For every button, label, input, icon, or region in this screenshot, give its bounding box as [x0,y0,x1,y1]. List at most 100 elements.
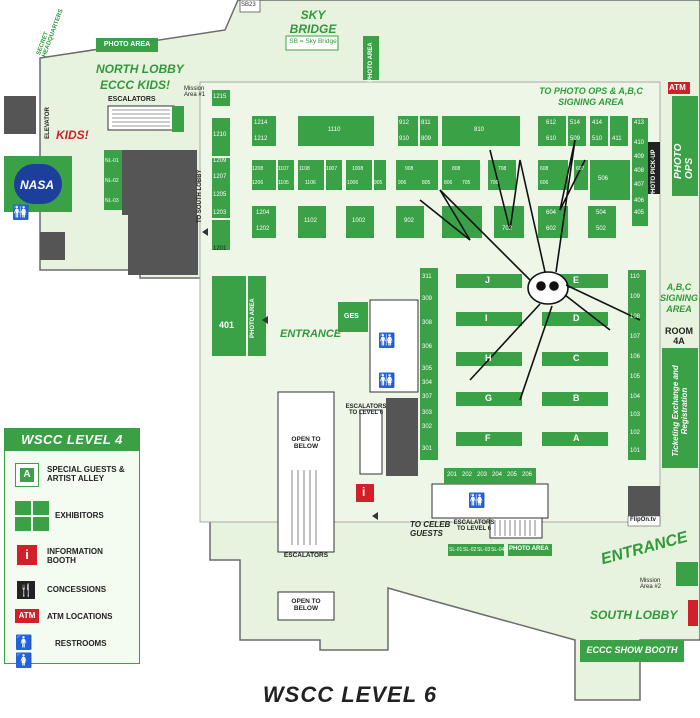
booth-413: 413 [634,120,645,126]
booth-808: 808 [452,166,461,172]
open-to-below-bottom [277,591,335,621]
wall-block [40,232,65,260]
booth-705: 705 [462,180,471,186]
booth-308: 308 [422,320,433,326]
letter-G: G [485,393,493,403]
booth-110: 110 [630,274,640,280]
eccc-show-booth-label: ECCC SHOW BOOTH [586,645,678,655]
flipon-label: FlipOn.tv [630,517,656,523]
booth-sl02: SL-02 [463,547,477,553]
booth-414: 414 [592,120,603,126]
legend-label-info: INFORMATION BOOTH [47,547,103,565]
booth-1102: 1102 [304,218,317,224]
mission-area-2 [676,562,698,586]
booth-502: 502 [596,226,607,232]
map-legend: WSCC LEVEL 4 A SPECIAL GUESTS & ARTIST A… [4,428,140,668]
booth-202: 202 [462,472,473,478]
booth-1208: 1208 [252,166,264,172]
booth-1205: 1205 [213,192,227,198]
escalator-south [489,517,543,539]
sky-bridge-label: SKY BRIDGE [289,8,337,36]
booth-407: 407 [634,182,645,188]
booth-102: 102 [630,430,641,436]
esc-to-l6-label: ESCALATORS TO LEVEL 6 [345,404,387,416]
booth-nl01: NL-01 [105,158,119,164]
photo-ops-side-label: PHOTO OPS [673,143,695,179]
atm-legend-icon: ATM [15,609,39,623]
booth-604: 604 [546,210,557,216]
booth-506: 506 [598,176,609,182]
restroom-icon: 🚻 [468,492,486,508]
booth-205: 205 [507,472,518,478]
booth-510: 510 [592,136,603,142]
kids-badge: KIDS! [56,128,89,142]
wall-block [386,398,418,476]
legend-item-exhibitors [15,501,49,531]
booth-201: 201 [447,472,458,478]
booth-306: 306 [422,344,433,350]
booth-811: 811 [421,120,431,126]
booth-109: 109 [630,294,641,300]
booth-sl04: SL-04 [491,547,505,553]
letter-H: H [485,353,492,363]
booth-sl03: SL-03 [477,547,491,553]
letter-A: A [573,433,580,443]
booth-906: 906 [398,180,407,186]
booth-1110: 1110 [328,127,341,133]
letter-I: I [485,313,488,323]
ticketing-area [662,348,698,468]
booth-1204: 1204 [256,210,270,216]
booth-905: 905 [374,180,383,186]
booth-106: 106 [630,354,641,360]
atm-box [668,82,690,94]
sb-note: SB = Sky Bridge [289,38,337,45]
booth-910: 910 [399,136,410,142]
booth-105: 105 [630,374,641,380]
booth-805: 805 [422,180,431,186]
booth-1206: 1206 [252,180,264,186]
escalators-mid-label: ESCALATORS [283,552,329,559]
letter-D: D [573,313,580,323]
booth-612: 612 [546,120,557,126]
booth-309: 309 [422,296,433,302]
room-401 [212,276,246,356]
atm-box-south [688,600,698,626]
letter-B: B [573,393,580,403]
booth-1209: 1209 [213,158,227,164]
photo-area-sky [363,36,379,80]
mission1-label: Mission Area #1 [184,86,206,98]
legend-title: WSCC LEVEL 4 [5,429,139,451]
guest-booth-grid [456,274,608,446]
legend-item-guests: A [15,463,39,487]
info-booth [356,484,374,502]
room-401-label: 401 [219,320,235,330]
booth-1207: 1207 [213,174,227,180]
ges-booth [338,302,368,332]
escalator-l6 [359,409,383,475]
legend-label-atm: ATM LOCATIONS [47,612,113,621]
photo-ops-right [672,96,698,196]
booths-top [104,90,648,250]
sb823-label: SB23 [241,2,256,8]
booth-nl02: NL-02 [105,178,119,184]
photo-area-sky-label: PHOTO AREA [368,42,374,82]
booth-103: 103 [630,412,641,418]
photo-area-left-label: PHOTO AREA [250,298,256,338]
letter-C: C [573,353,580,363]
info-icon: i [362,485,366,499]
booth-1105: 1105 [278,180,289,186]
ges-label: GES [344,313,359,320]
booth-101: 101 [630,448,641,454]
booth-1006: 1006 [347,180,359,186]
to-celeb-label: TO CELEB GUESTS [410,520,451,538]
to-south-lobby-label: TO SOUTH LOBBY [197,169,203,223]
photo-ops-top-label: TO PHOTO OPS & A,B,C SIGNING AREA [539,86,643,107]
elevator-block [4,96,36,134]
elevator-label: ELEVATOR [44,107,51,139]
legend-label-concessions: CONCESSIONS [47,585,107,594]
booth-1210: 1210 [213,132,227,138]
booth-504: 504 [596,210,607,216]
booth-912: 912 [399,120,410,126]
legend-label-exhibitors: EXHIBITORS [55,511,104,520]
